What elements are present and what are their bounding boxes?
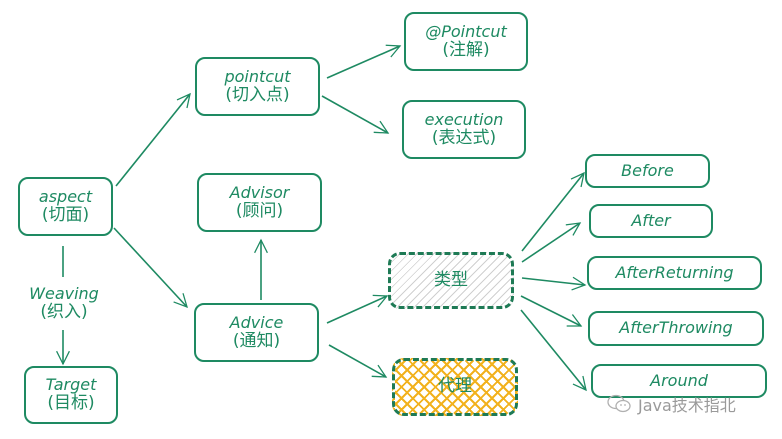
node-advice[interactable]: Advice (通知) — [194, 303, 319, 362]
node-pointcut-label: pointcut — [224, 66, 291, 86]
edge-type-afterreturning — [521, 276, 587, 291]
edge-advice-type — [326, 294, 389, 324]
node-aspect-sublabel: (切面) — [41, 204, 90, 225]
node-execution[interactable]: execution (表达式) — [402, 100, 526, 159]
node-execution-label: execution — [424, 109, 504, 129]
node-annotation-sublabel: (注解) — [442, 39, 490, 60]
edge-type-before — [521, 171, 585, 252]
node-proxy[interactable]: 代理 — [392, 358, 518, 416]
node-execution-sublabel: (表达式) — [431, 127, 497, 148]
edge-type-after — [521, 222, 582, 263]
node-around-label: Around — [650, 370, 708, 390]
node-target-label: Target — [45, 375, 97, 395]
node-proxy-label: 代理 — [438, 376, 472, 397]
node-aspect-label: aspect — [38, 186, 93, 206]
node-advisor-label: Advisor — [229, 182, 290, 202]
node-after[interactable]: After — [589, 204, 713, 238]
node-advisor-sublabel: (顾问) — [235, 200, 284, 221]
edge-aspect-pointcut — [115, 92, 191, 187]
node-before[interactable]: Before — [585, 154, 710, 188]
node-after-label: After — [631, 210, 671, 230]
edge-pointcut-annotation — [326, 44, 402, 79]
node-afterreturning-label: AfterReturning — [615, 262, 734, 282]
node-around[interactable]: Around — [591, 364, 767, 398]
edge-advice-proxy — [328, 344, 388, 378]
node-before-label: Before — [621, 160, 674, 180]
node-afterthrowing-label: AfterThrowing — [619, 318, 733, 338]
node-afterthrowing[interactable]: AfterThrowing — [588, 311, 764, 346]
node-afterreturning[interactable]: AfterReturning — [587, 256, 762, 290]
weaving-sublabel: (织入) — [40, 302, 88, 323]
node-target-sublabel: (目标) — [47, 393, 95, 414]
watermark: Java技术指北 — [606, 392, 736, 416]
node-pointcut[interactable]: pointcut (切入点) — [195, 57, 320, 116]
node-annotation[interactable]: @Pointcut (注解) — [404, 12, 528, 71]
node-advice-sublabel: (通知) — [232, 330, 281, 351]
node-annotation-label: @Pointcut — [425, 21, 507, 41]
node-pointcut-sublabel: (切入点) — [225, 84, 290, 105]
node-advisor[interactable]: Advisor (顾问) — [197, 173, 322, 232]
node-aspect[interactable]: aspect (切面) — [18, 177, 113, 236]
edge-label-weaving: Weaving (织入) — [22, 284, 106, 323]
wechat-icon — [607, 394, 631, 413]
node-target[interactable]: Target (目标) — [24, 366, 118, 424]
weaving-label: Weaving — [29, 284, 99, 303]
edge-type-afterthrowing — [520, 295, 583, 327]
edge-type-around — [520, 309, 587, 392]
watermark-text: Java技术指北 — [638, 396, 736, 415]
node-type[interactable]: 类型 — [388, 252, 514, 309]
edge-aspect-advice — [113, 227, 188, 309]
edge-pointcut-execution — [321, 95, 390, 134]
node-advice-label: Advice — [229, 312, 284, 332]
node-type-label: 类型 — [434, 269, 468, 290]
